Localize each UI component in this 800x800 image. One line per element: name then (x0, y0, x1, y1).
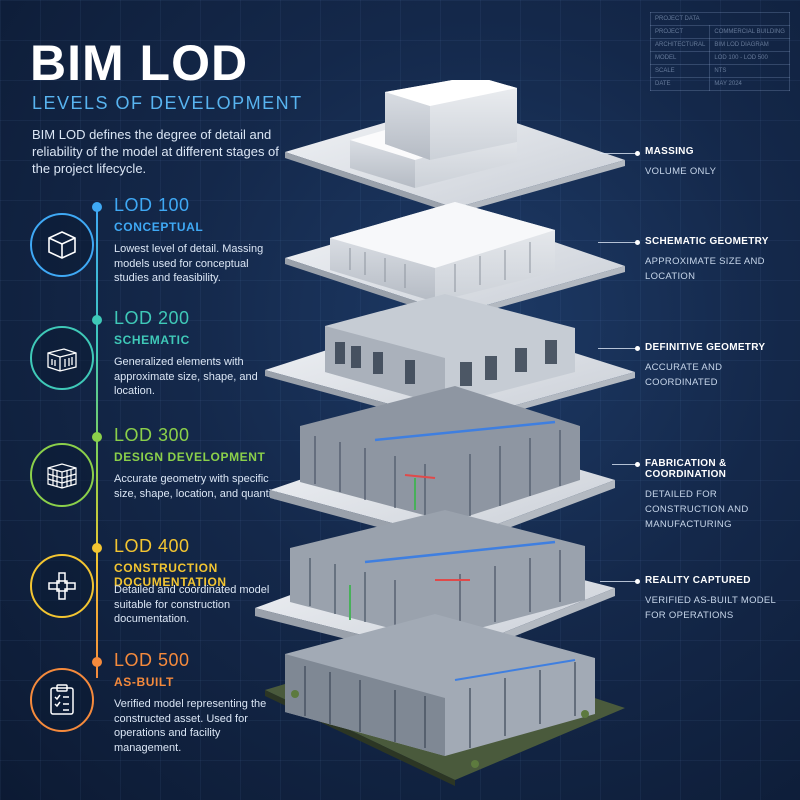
lod-description: Accurate geometry with specific size, sh… (114, 473, 282, 500)
lod-label: LOD 200 (114, 308, 190, 328)
row-value: BIM LOD DIAGRAM (709, 38, 790, 52)
callout-leader (600, 581, 638, 582)
callout-dot (635, 579, 640, 584)
lod-label: LOD 500 (114, 650, 190, 670)
lod-200-schematic-layer (285, 202, 625, 320)
callout-dot (635, 462, 640, 467)
lod-stage: DESIGN DEVELOPMENT (114, 450, 266, 464)
page-title: BIM LOD (30, 35, 249, 91)
row-value: MAY 2024 (709, 77, 790, 91)
lod-description: Verified model representing the construc… (114, 698, 267, 754)
callout-description: DETAILED FOR CONSTRUCTION AND MANUFACTUR… (645, 489, 749, 530)
lod-description: Generalized elements with approximate si… (114, 356, 258, 397)
lod-400-block: LOD 400 CONSTRUCTION DOCUMENTATION Detai… (30, 536, 290, 669)
row-value: COMMERCIAL BUILDING (709, 25, 790, 39)
callout-leader (598, 242, 638, 243)
callout-schematic-geometry: SCHEMATIC GEOMETRY APPROXIMATE SIZE AND … (645, 236, 795, 284)
timeline-dot (92, 202, 102, 212)
lod-500-icon-circle (30, 668, 94, 732)
lod-label: LOD 100 (114, 195, 190, 215)
row-value: LOD 100 - LOD 500 (709, 51, 790, 65)
callout-title: SCHEMATIC GEOMETRY (645, 236, 769, 247)
lod-200-block: LOD 200 SCHEMATIC Generalized elements w… (30, 308, 290, 441)
lod-label: LOD 300 (114, 425, 190, 445)
timeline-dot (92, 543, 102, 553)
callout-dot (635, 240, 640, 245)
structural-joint-icon (48, 572, 76, 600)
callout-leader (600, 153, 638, 154)
lod-stage: CONSTRUCTION DOCUMENTATION (114, 561, 227, 589)
row-value: NTS (709, 64, 790, 78)
lod-label: LOD 400 (114, 536, 190, 556)
page-subtitle: LEVELS OF DEVELOPMENT (32, 93, 303, 113)
cube-icon (48, 231, 76, 259)
lod-100-massing-layer (285, 80, 625, 214)
lod-300-icon-circle (30, 443, 94, 507)
lod-200-icon-circle (30, 326, 94, 390)
callout-dot (635, 346, 640, 351)
callout-fabrication-coordination: FABRICATION & COORDINATION DETAILED FOR … (645, 458, 795, 532)
lod-description: Lowest level of detail. Massing models u… (114, 243, 264, 284)
lod-timeline-line (96, 208, 98, 678)
timeline-dot (92, 432, 102, 442)
callout-title: MASSING (645, 146, 694, 157)
callout-massing: MASSING VOLUME ONLY (645, 146, 795, 179)
exploded-building-illustration (255, 80, 635, 786)
callout-description: VERIFIED AS-BUILT MODEL FOR OPERATIONS (645, 595, 776, 621)
callout-title: DEFINITIVE GEOMETRY (645, 342, 766, 353)
timeline-dot (92, 315, 102, 325)
building-outline-icon (47, 348, 77, 372)
row-key: PROJECT (649, 25, 711, 39)
lod-stage: CONCEPTUAL (114, 220, 204, 234)
lod-100-block: LOD 100 CONCEPTUAL Lowest level of detai… (30, 195, 290, 328)
lod-500-block: LOD 500 AS-BUILT Verified model represen… (30, 650, 290, 783)
lod-description: Detailed and coordinated model suitable … (114, 584, 270, 625)
lod-stage: SCHEMATIC (114, 333, 190, 347)
callout-title: REALITY CAPTURED (645, 575, 751, 586)
callout-definitive-geometry: DEFINITIVE GEOMETRY ACCURATE AND COORDIN… (645, 342, 795, 390)
clipboard-checklist-icon (50, 684, 74, 715)
callout-leader (612, 464, 638, 465)
callout-leader (598, 348, 638, 349)
row-key: MODEL (649, 51, 711, 65)
as-built-ground-layer (265, 614, 625, 786)
callout-title: FABRICATION & COORDINATION (645, 458, 727, 480)
timeline-dot (92, 657, 102, 667)
callout-description: APPROXIMATE SIZE AND LOCATION (645, 256, 765, 282)
row-key: ARCHITECTURAL (649, 38, 711, 52)
intro-text: BIM LOD defines the degree of detail and… (32, 127, 279, 176)
callout-description: VOLUME ONLY (645, 166, 717, 177)
lod-300-block: LOD 300 DESIGN DEVELOPMENT Accurate geom… (30, 425, 290, 558)
callout-description: ACCURATE AND COORDINATED (645, 362, 723, 388)
lod-stage: AS-BUILT (114, 675, 174, 689)
callout-reality-captured: REALITY CAPTURED VERIFIED AS-BUILT MODEL… (645, 575, 795, 623)
callout-dot (635, 151, 640, 156)
lod-100-icon-circle (30, 213, 94, 277)
row-key: DATE (649, 77, 711, 91)
wireframe-building-icon (47, 463, 77, 489)
row-key: SCALE (649, 64, 711, 78)
lod-400-icon-circle (30, 554, 94, 618)
project-data-heading-row: PROJECT DATA (650, 12, 790, 26)
project-data-heading: PROJECT DATA (650, 12, 790, 26)
